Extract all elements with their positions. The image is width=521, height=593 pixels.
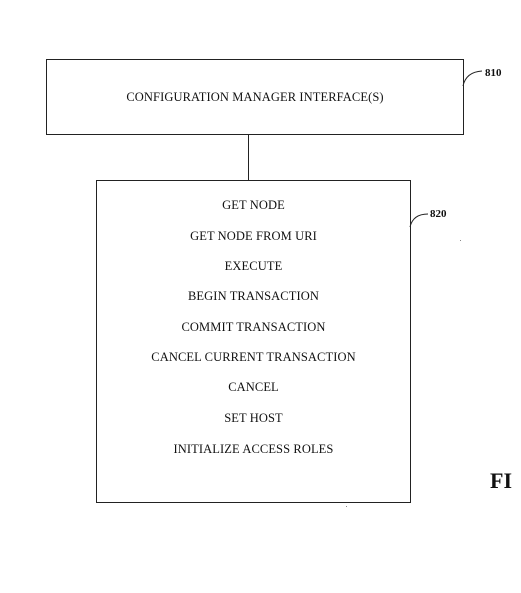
- figure-label: FI: [490, 468, 512, 493]
- scan-speck: [346, 506, 347, 507]
- method-set-host: SET HOST: [224, 411, 283, 425]
- connector-line: [248, 135, 249, 180]
- configuration-manager-interface-box: CONFIGURATION MANAGER INTERFACE(S): [46, 59, 464, 135]
- method-execute: EXECUTE: [224, 259, 283, 273]
- method-begin-transaction: BEGIN TRANSACTION: [188, 289, 319, 303]
- method-cancel-current-transaction: CANCEL CURRENT TRANSACTION: [151, 350, 356, 364]
- scan-speck: [460, 240, 461, 241]
- method-get-node: GET NODE: [222, 198, 285, 212]
- interface-box-label: CONFIGURATION MANAGER INTERFACE(S): [126, 90, 384, 104]
- ref-810-leader-line: [462, 70, 483, 87]
- interface-methods-box: GET NODE GET NODE FROM URI EXECUTE BEGIN…: [96, 180, 411, 503]
- ref-label-810: 810: [485, 67, 502, 79]
- method-get-node-from-uri: GET NODE FROM URI: [190, 229, 317, 243]
- method-cancel: CANCEL: [228, 380, 279, 394]
- method-commit-transaction: COMMIT TRANSACTION: [181, 320, 326, 334]
- ref-820-leader-line: [409, 213, 429, 228]
- ref-label-820: 820: [430, 208, 447, 220]
- method-initialize-access-roles: INITIALIZE ACCESS ROLES: [173, 442, 334, 456]
